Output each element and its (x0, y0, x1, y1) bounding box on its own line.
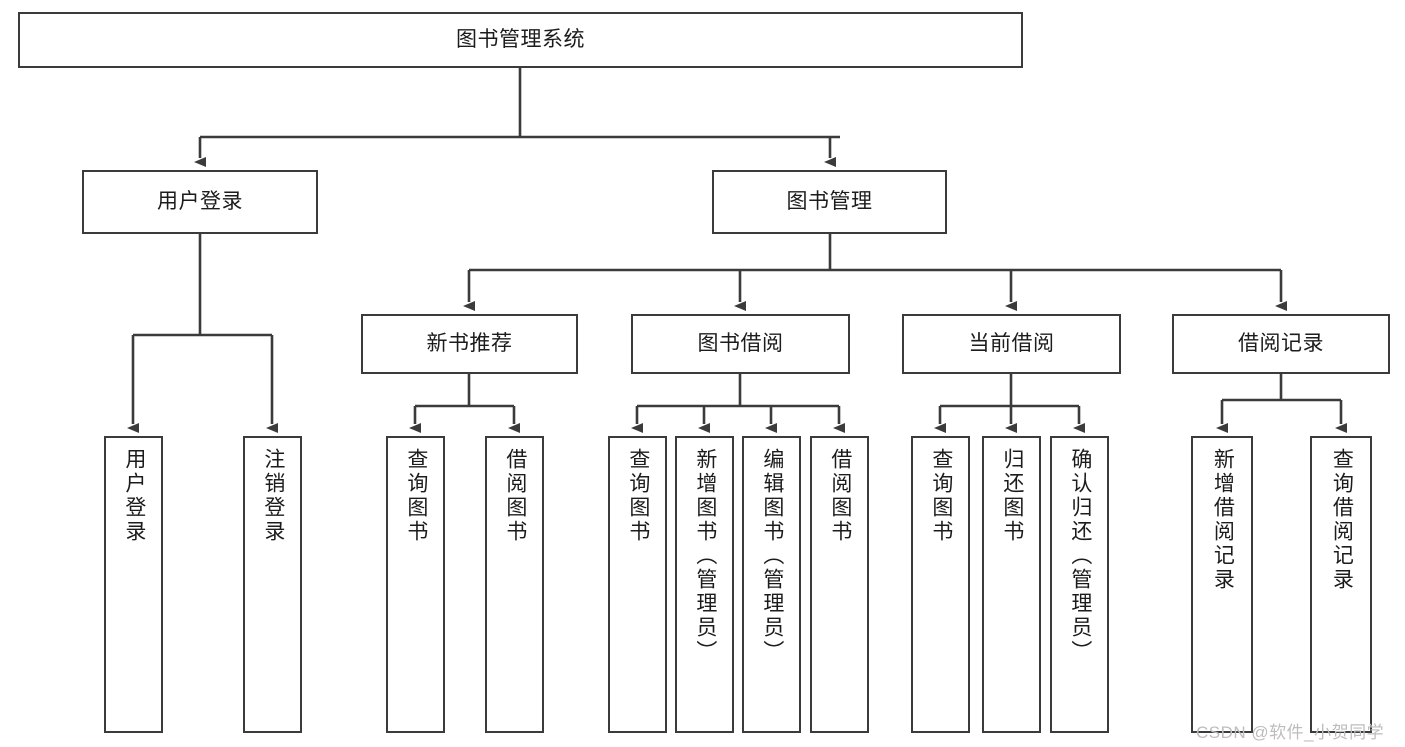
node-book-borrow[interactable]: 图书借阅 (631, 314, 850, 374)
node-leaf-query-record-label: 查询借阅记录 (1330, 448, 1354, 592)
node-leaf-borrow-book-2[interactable]: 借阅图书 (810, 436, 869, 733)
node-borrow-record-label: 借阅记录 (1238, 331, 1324, 355)
node-book-manage[interactable]: 图书管理 (712, 170, 947, 234)
node-leaf-return-book-label: 归还图书 (1000, 448, 1024, 544)
node-borrow-record[interactable]: 借阅记录 (1172, 314, 1390, 374)
node-leaf-add-record[interactable]: 新增借阅记录 (1191, 436, 1253, 733)
node-leaf-return-book[interactable]: 归还图书 (982, 436, 1041, 733)
node-root-label: 图书管理系统 (456, 27, 585, 51)
node-leaf-edit-book[interactable]: 编辑图书（管理员） (742, 436, 801, 733)
node-new-book-rec-label: 新书推荐 (426, 331, 513, 355)
node-leaf-query-record[interactable]: 查询借阅记录 (1310, 436, 1372, 733)
node-leaf-confirm-return[interactable]: 确认归还（管理员） (1050, 436, 1109, 733)
node-book-borrow-label: 图书借阅 (697, 331, 784, 355)
node-user-login-label: 用户登录 (157, 189, 243, 213)
node-new-book-rec[interactable]: 新书推荐 (361, 314, 578, 374)
node-leaf-query-book-3-label: 查询图书 (929, 448, 953, 544)
node-leaf-borrow-book-1-label: 借阅图书 (503, 448, 527, 544)
node-leaf-borrow-book-2-label: 借阅图书 (828, 448, 852, 544)
node-leaf-query-book-3[interactable]: 查询图书 (911, 436, 970, 733)
node-root[interactable]: 图书管理系统 (18, 12, 1023, 68)
node-leaf-query-book-2[interactable]: 查询图书 (608, 436, 667, 733)
watermark: CSDN @软件_小贺同学 (1196, 723, 1385, 742)
node-leaf-user-logout-label: 注销登录 (261, 448, 285, 544)
node-leaf-add-book-label: 新增图书（管理员） (693, 448, 717, 664)
node-current-borrow[interactable]: 当前借阅 (902, 314, 1121, 374)
node-leaf-query-book-1-label: 查询图书 (404, 448, 428, 544)
node-leaf-query-book-2-label: 查询图书 (626, 448, 650, 544)
node-leaf-borrow-book-1[interactable]: 借阅图书 (485, 436, 544, 733)
node-leaf-user-login[interactable]: 用户登录 (104, 436, 163, 733)
node-leaf-add-record-label: 新增借阅记录 (1211, 448, 1235, 592)
node-book-manage-label: 图书管理 (786, 189, 873, 213)
node-user-login[interactable]: 用户登录 (82, 170, 318, 234)
node-current-borrow-label: 当前借阅 (968, 331, 1055, 355)
node-leaf-user-logout[interactable]: 注销登录 (243, 436, 302, 733)
node-leaf-user-login-label: 用户登录 (122, 448, 146, 544)
node-leaf-edit-book-label: 编辑图书（管理员） (760, 448, 784, 664)
node-leaf-query-book-1[interactable]: 查询图书 (386, 436, 445, 733)
node-leaf-confirm-return-label: 确认归还（管理员） (1068, 448, 1092, 664)
node-leaf-add-book[interactable]: 新增图书（管理员） (675, 436, 734, 733)
